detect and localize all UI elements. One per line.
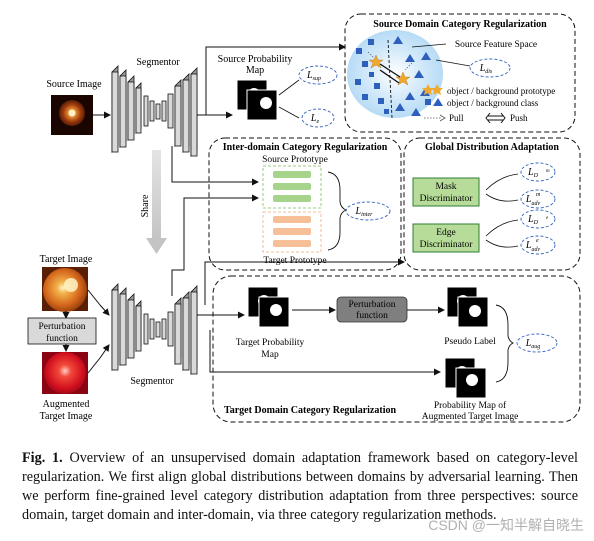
svg-text:Mask: Mask xyxy=(435,182,456,192)
svg-text:Ldis: Ldis xyxy=(479,63,493,75)
source-image-label: Source Image xyxy=(46,79,102,90)
gda-title: Global Distribution Adaptation xyxy=(425,142,559,153)
legend-class: object / background class xyxy=(447,98,539,108)
target-domain-category-regularization: Target Probability Map Perturbation func… xyxy=(212,275,581,423)
source-probability-map xyxy=(236,79,278,121)
svg-text:Probability Map of: Probability Map of xyxy=(434,400,507,411)
svg-text:m: m xyxy=(536,192,541,198)
pseudo-label xyxy=(446,286,489,328)
svg-text:Perturbation: Perturbation xyxy=(39,322,86,332)
legend-push: Push xyxy=(510,113,528,123)
mask-discriminator xyxy=(412,177,480,207)
caption-label: Fig. 1. xyxy=(22,450,63,466)
edge-discriminator xyxy=(412,223,480,253)
svg-text:e: e xyxy=(536,238,539,244)
svg-text:function: function xyxy=(356,310,388,321)
tdcr-title: Target Domain Category Regularization xyxy=(224,405,397,416)
target-prototype-bar-2 xyxy=(273,228,311,235)
prototype-stars xyxy=(368,54,411,86)
object-class-markers xyxy=(355,39,389,114)
segmentor-top: Segmentor xyxy=(111,57,198,157)
svg-text:Laug: Laug xyxy=(525,338,541,350)
loss-aug: Laug xyxy=(516,333,558,353)
share-label: Share xyxy=(140,194,151,217)
svg-text:Linter: Linter xyxy=(355,206,374,218)
source-feature-space-label: Source Feature Space xyxy=(455,40,537,50)
global-distribution-adaptation: Global Distribution Adaptation Mask Disc… xyxy=(403,137,581,271)
source-prototype-label: Source Prototype xyxy=(262,155,328,165)
svg-text:Augmented: Augmented xyxy=(43,399,90,410)
svg-text:LD: LD xyxy=(527,214,539,226)
svg-text:Ladv: Ladv xyxy=(525,240,541,253)
perturbation-function-box-left xyxy=(27,317,97,345)
background-class-markers xyxy=(393,36,431,116)
share-arrow: Share xyxy=(140,150,167,254)
caption-text: Overview of an unsupervised domain adapt… xyxy=(22,450,578,523)
svg-text:Discriminator: Discriminator xyxy=(420,194,474,204)
source-prototype-bar-2 xyxy=(273,183,311,190)
source-prob-label-2: Map xyxy=(246,65,264,76)
watermark: CSDN @一知半解自晓生 xyxy=(428,517,584,533)
target-prototype-bar-1 xyxy=(273,216,311,223)
svg-text:e: e xyxy=(546,216,549,221)
loss-adv-mask: Ladv m xyxy=(520,189,556,209)
target-prototype-bar-3 xyxy=(273,240,311,247)
svg-text:Target Image: Target Image xyxy=(40,411,93,422)
legend-prototype: object / background prototype xyxy=(447,86,555,96)
svg-text:Discriminator: Discriminator xyxy=(420,240,474,250)
inter-domain-category-regularization: Inter-domain Category Regularization Sou… xyxy=(208,137,402,271)
svg-text:Augmented Target Image: Augmented Target Image xyxy=(422,412,519,422)
sdcr-title: Source Domain Category Regularization xyxy=(373,19,547,30)
legend-pull: Pull xyxy=(449,113,464,123)
loss-e: Le xyxy=(301,108,335,128)
loss-inter: Linter xyxy=(345,201,391,221)
segmentor-bottom: Segmentor xyxy=(111,283,198,387)
target-prototype-label: Target Prototype xyxy=(263,256,326,266)
loss-d-edge: LD e xyxy=(520,209,556,229)
segmentor-top-label: Segmentor xyxy=(136,57,180,68)
svg-text:Target Probability: Target Probability xyxy=(236,338,305,348)
svg-text:function: function xyxy=(46,333,78,344)
augmented-probability-map xyxy=(444,357,487,399)
svg-text:m: m xyxy=(546,169,550,174)
figure-caption: Fig. 1. Overview of an unsupervised doma… xyxy=(22,449,578,525)
svg-text:Edge: Edge xyxy=(436,228,456,238)
svg-text:LD: LD xyxy=(527,167,539,179)
loss-sup: Lsup xyxy=(298,65,338,85)
loss-dis: Ldis xyxy=(469,58,511,78)
legend: object / background prototype object / b… xyxy=(422,84,555,124)
loss-adv-edge: Ladv e xyxy=(520,235,556,255)
target-image-label: Target Image xyxy=(40,254,93,265)
svg-text:Le: Le xyxy=(310,113,320,125)
source-domain-category-regularization: Source Domain Category Regularization So… xyxy=(344,13,576,133)
loss-d-mask: LD m xyxy=(520,162,556,182)
idcr-title: Inter-domain Category Regularization xyxy=(223,142,388,153)
framework-diagram: Source Image Segmentor xyxy=(27,13,581,423)
svg-text:Map: Map xyxy=(261,350,279,360)
source-prob-label-1: Source Probability xyxy=(218,54,293,65)
svg-text:Perturbation: Perturbation xyxy=(349,300,396,310)
target-probability-map xyxy=(247,286,290,328)
svg-text:Lsup: Lsup xyxy=(306,70,321,82)
source-prototype-bar-1 xyxy=(273,171,311,178)
svg-text:Pseudo Label: Pseudo Label xyxy=(444,337,496,347)
svg-text:Ladv: Ladv xyxy=(525,194,541,207)
segmentor-bottom-label: Segmentor xyxy=(130,376,174,387)
source-prototype-bar-3 xyxy=(273,195,311,202)
